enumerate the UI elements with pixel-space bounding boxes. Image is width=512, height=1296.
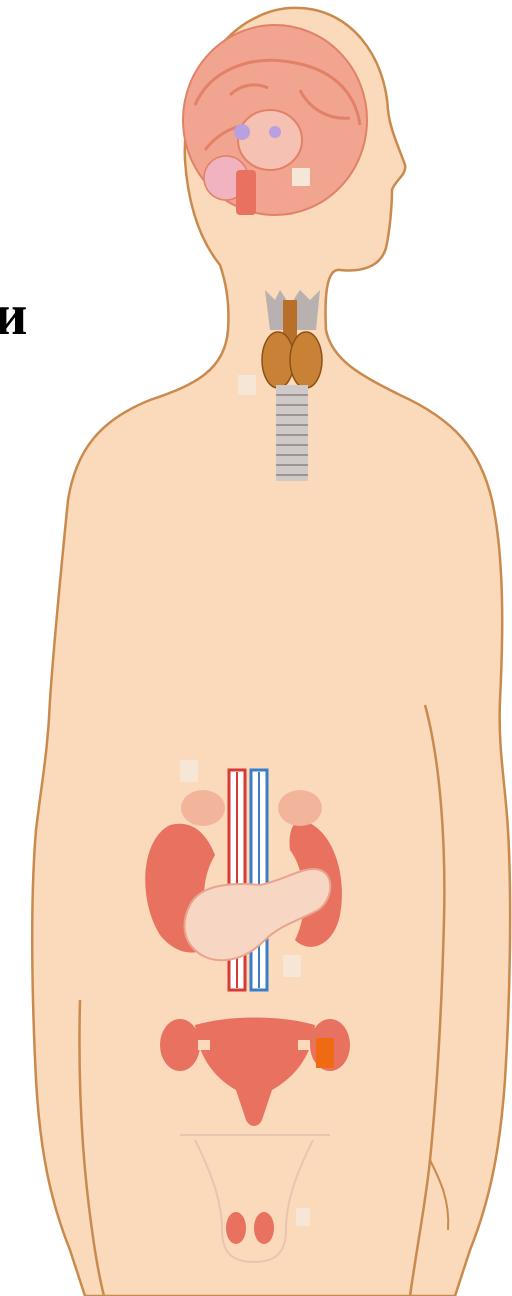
title-fragment-text: и — [0, 286, 27, 344]
vena-cava — [251, 770, 267, 990]
trachea — [276, 385, 308, 481]
ovary-highlight — [316, 1038, 334, 1068]
brain — [183, 25, 367, 215]
pituitary-gland — [234, 124, 250, 140]
thyroid-gland — [262, 290, 322, 388]
pineal-gland — [269, 126, 281, 138]
